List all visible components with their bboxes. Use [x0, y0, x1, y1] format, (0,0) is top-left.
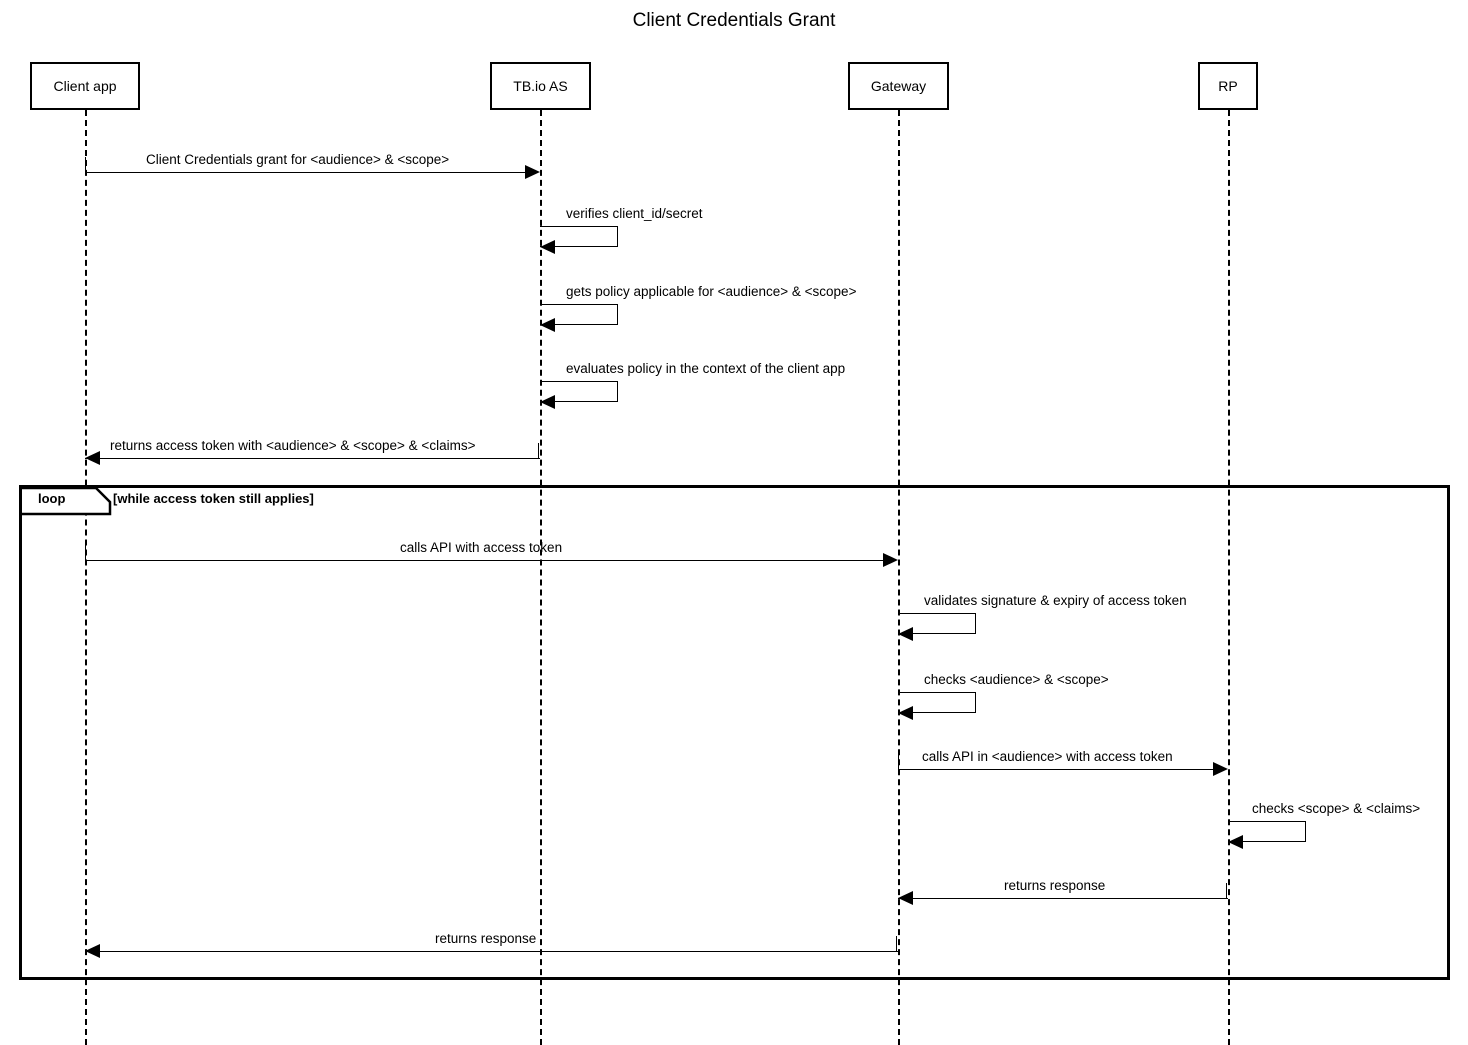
participant-tb-io-as[interactable]: TB.io AS	[490, 62, 591, 110]
message-origin-stub-4	[538, 443, 539, 458]
message-label-1: verifies client_id/secret	[566, 206, 703, 221]
message-line-10	[898, 898, 1228, 899]
message-label-4: returns access token with <audience> & <…	[110, 438, 476, 453]
message-line-8	[898, 769, 1213, 770]
message-label-7: checks <audience> & <scope>	[924, 672, 1109, 687]
message-arrowhead-11	[85, 944, 100, 958]
message-label-0: Client Credentials grant for <audience> …	[146, 152, 450, 167]
fragment-tab-shape	[22, 486, 112, 516]
message-line-4	[85, 458, 540, 459]
message-arrowhead-10	[898, 891, 913, 905]
message-origin-stub-5	[85, 545, 86, 560]
message-origin-stub-11	[896, 936, 897, 951]
message-arrowhead-8	[1213, 762, 1228, 776]
combined-fragment-loop	[19, 485, 1450, 980]
message-label-10: returns response	[1004, 878, 1106, 893]
message-arrowhead-1	[540, 240, 555, 254]
self-call-box-9	[1228, 821, 1306, 842]
page-title: Client Credentials Grant	[632, 10, 836, 31]
self-call-box-6	[898, 613, 976, 634]
message-arrowhead-6	[898, 627, 913, 641]
participant-rp[interactable]: RP	[1198, 62, 1258, 110]
message-origin-stub-8	[898, 754, 899, 769]
message-origin-stub-10	[1226, 883, 1227, 898]
message-label-9: checks <scope> & <claims>	[1252, 801, 1421, 816]
participant-label: Client app	[53, 78, 117, 94]
message-arrowhead-3	[540, 395, 555, 409]
message-label-11: returns response	[435, 931, 537, 946]
message-arrowhead-9	[1228, 835, 1243, 849]
message-line-0	[85, 172, 538, 173]
self-call-box-7	[898, 692, 976, 713]
lifeline-gateway	[898, 110, 900, 1045]
message-line-5	[85, 560, 896, 561]
message-label-2: gets policy applicable for <audience> & …	[566, 284, 857, 299]
message-arrowhead-2	[540, 318, 555, 332]
self-call-box-2	[540, 304, 618, 325]
self-call-box-3	[540, 381, 618, 402]
message-label-5: calls API with access token	[400, 540, 563, 555]
participant-label: Gateway	[870, 78, 927, 94]
participant-label: RP	[1218, 78, 1238, 94]
message-label-3: evaluates policy in the context of the c…	[566, 361, 846, 376]
participant-client-app[interactable]: Client app	[30, 62, 140, 110]
lifeline-client-app	[85, 110, 87, 1045]
participant-label: TB.io AS	[513, 78, 568, 94]
message-arrowhead-4	[85, 451, 100, 465]
message-label-6: validates signature & expiry of access t…	[924, 593, 1187, 608]
fragment-guard-label: [while access token still applies]	[113, 491, 314, 506]
participant-gateway[interactable]: Gateway	[848, 62, 949, 110]
lifeline-rp	[1228, 110, 1230, 1045]
message-arrowhead-0	[525, 165, 540, 179]
message-origin-stub-0	[85, 157, 86, 172]
fragment-operator-label: loop	[38, 491, 66, 506]
message-arrowhead-5	[883, 553, 898, 567]
message-line-11	[85, 951, 898, 952]
message-label-8: calls API in <audience> with access toke…	[922, 749, 1173, 764]
self-call-box-1	[540, 226, 618, 247]
lifeline-tb-io-as	[540, 110, 542, 1045]
message-arrowhead-7	[898, 706, 913, 720]
